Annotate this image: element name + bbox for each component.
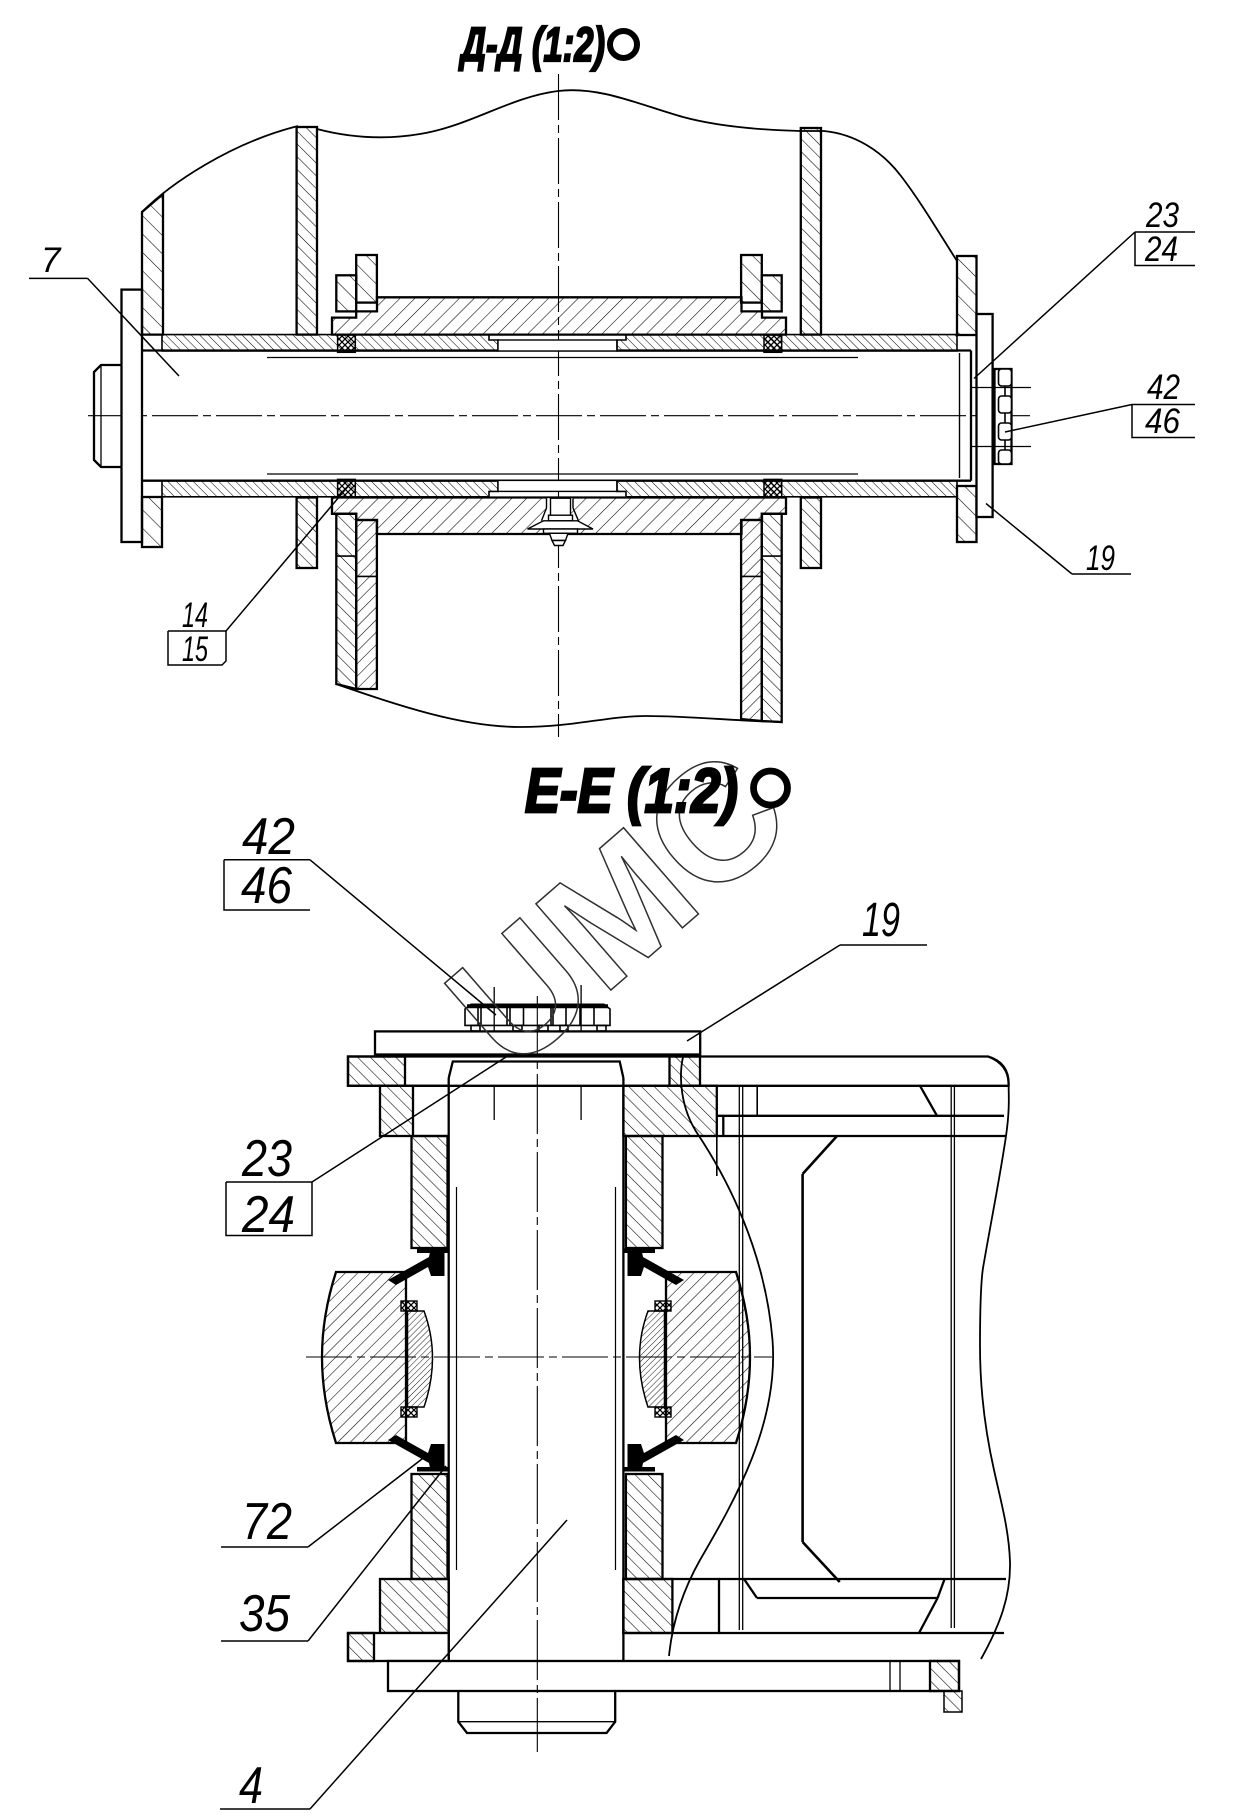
svg-text:42: 42 [1147, 368, 1180, 407]
svg-text:7: 7 [41, 241, 62, 280]
svg-text:4: 4 [239, 1757, 263, 1815]
svg-text:Д-Д (1:2): Д-Д (1:2) [458, 19, 605, 72]
svg-text:23: 23 [241, 1130, 292, 1188]
svg-text:15: 15 [182, 630, 208, 669]
svg-text:E-E (1:2): E-E (1:2) [525, 757, 738, 826]
svg-text:46: 46 [1145, 402, 1180, 441]
svg-text:42: 42 [242, 808, 295, 866]
svg-text:46: 46 [241, 857, 292, 915]
svg-text:19: 19 [862, 894, 900, 947]
svg-text:72: 72 [242, 1493, 292, 1551]
svg-text:19: 19 [1086, 539, 1115, 578]
svg-text:35: 35 [239, 1585, 291, 1643]
svg-text:24: 24 [1144, 230, 1178, 269]
svg-text:14: 14 [182, 596, 208, 635]
svg-text:24: 24 [241, 1186, 295, 1244]
svg-text:23: 23 [1145, 196, 1179, 235]
